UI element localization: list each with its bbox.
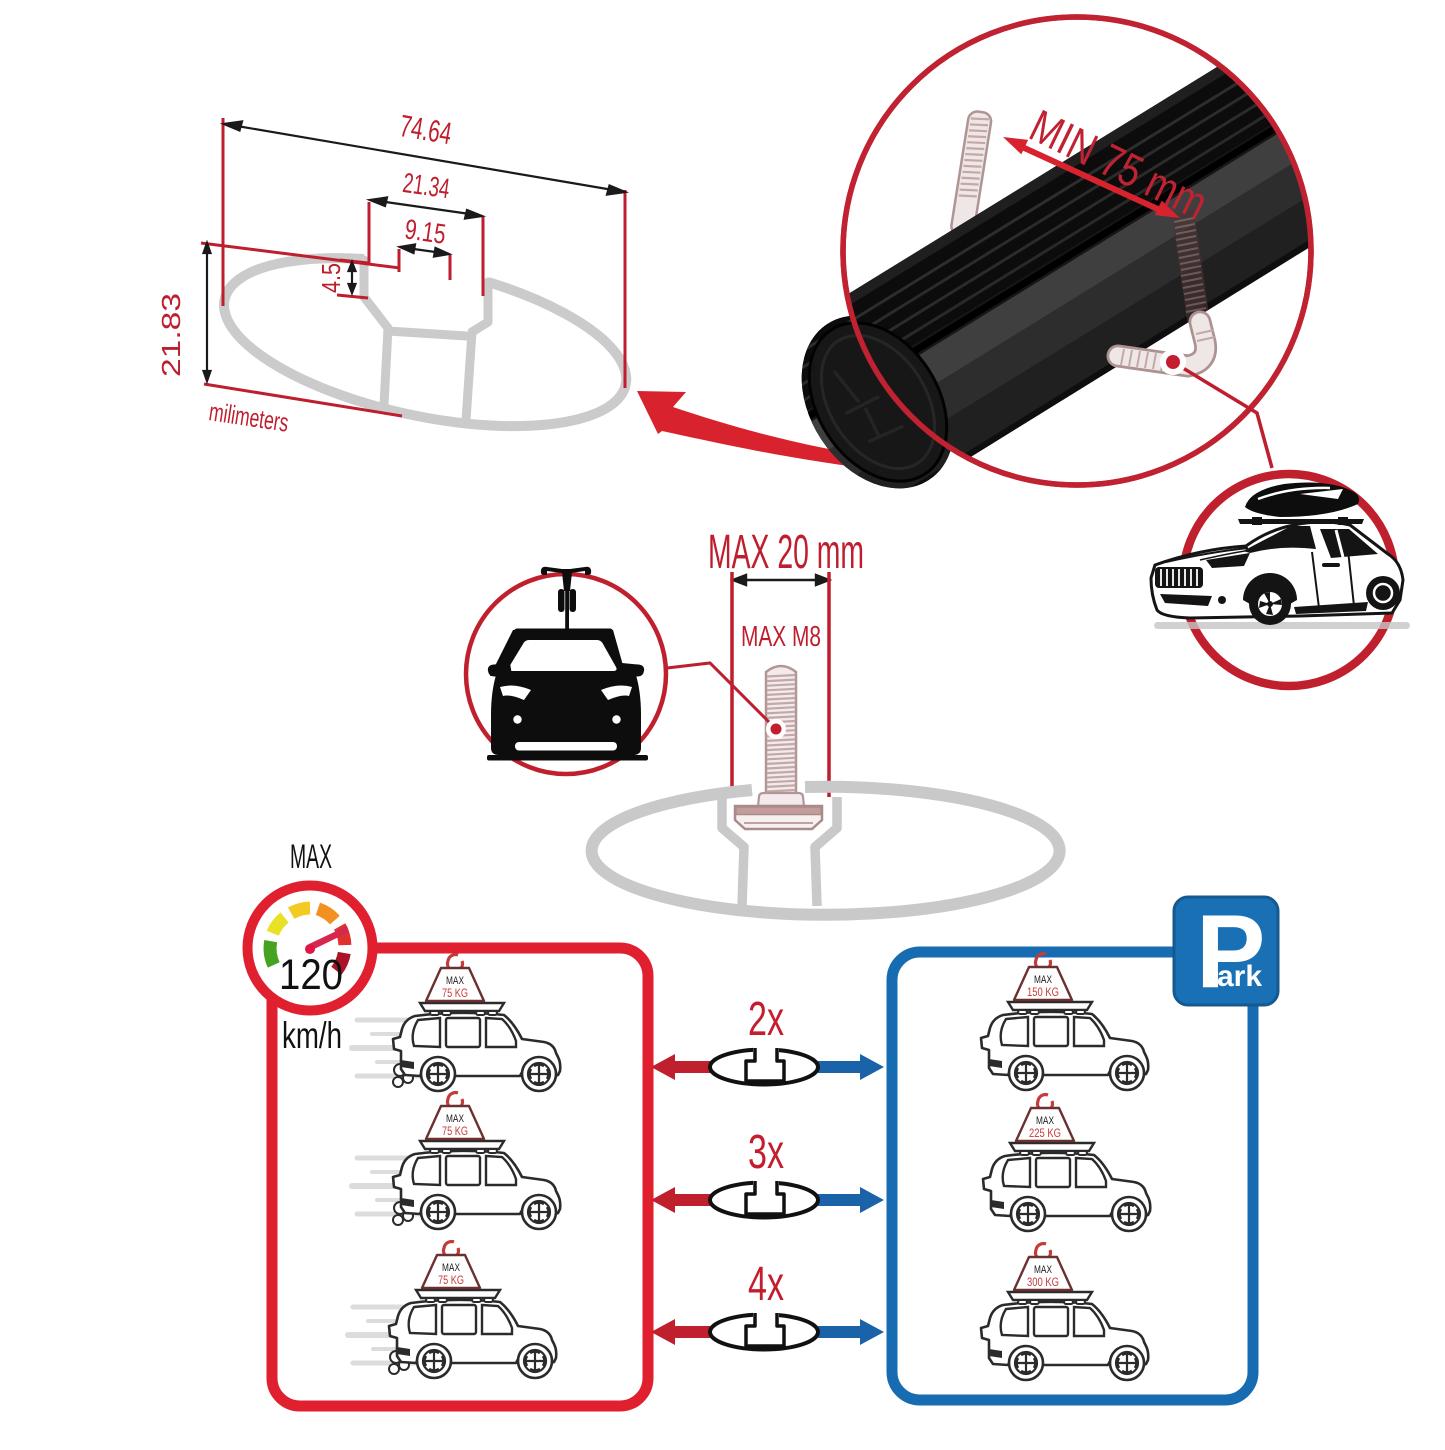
svg-text:MAX M8: MAX M8	[741, 621, 821, 653]
svg-text:225 KG: 225 KG	[1029, 1126, 1061, 1140]
svg-text:km/h: km/h	[282, 1015, 342, 1056]
svg-text:MAX: MAX	[446, 1113, 464, 1125]
svg-text:2x: 2x	[748, 993, 784, 1046]
svg-text:120: 120	[279, 951, 343, 999]
svg-text:4x: 4x	[748, 1258, 784, 1311]
svg-text:74.64: 74.64	[397, 108, 454, 151]
svg-text:75 KG: 75 KG	[442, 1124, 468, 1138]
svg-text:75 KG: 75 KG	[442, 986, 468, 1000]
svg-text:3x: 3x	[748, 1126, 784, 1179]
svg-text:MAX 20 mm: MAX 20 mm	[708, 526, 864, 579]
svg-text:MAX: MAX	[442, 1262, 460, 1274]
svg-text:75 KG: 75 KG	[438, 1273, 464, 1287]
svg-text:4.5: 4.5	[316, 263, 346, 293]
svg-text:150 KG: 150 KG	[1027, 985, 1059, 999]
svg-text:MAX: MAX	[1034, 974, 1052, 986]
svg-text:300 KG: 300 KG	[1027, 1275, 1059, 1289]
svg-text:MAX: MAX	[1036, 1115, 1054, 1127]
svg-text:ark: ark	[1217, 960, 1262, 993]
svg-text:MAX: MAX	[446, 975, 464, 987]
svg-text:21.34: 21.34	[401, 167, 452, 204]
svg-text:9.15: 9.15	[403, 213, 448, 249]
svg-text:MAX: MAX	[290, 838, 332, 876]
svg-text:MAX: MAX	[1034, 1264, 1052, 1276]
svg-text:21.83: 21.83	[156, 293, 186, 377]
svg-text:P: P	[1196, 894, 1265, 1010]
